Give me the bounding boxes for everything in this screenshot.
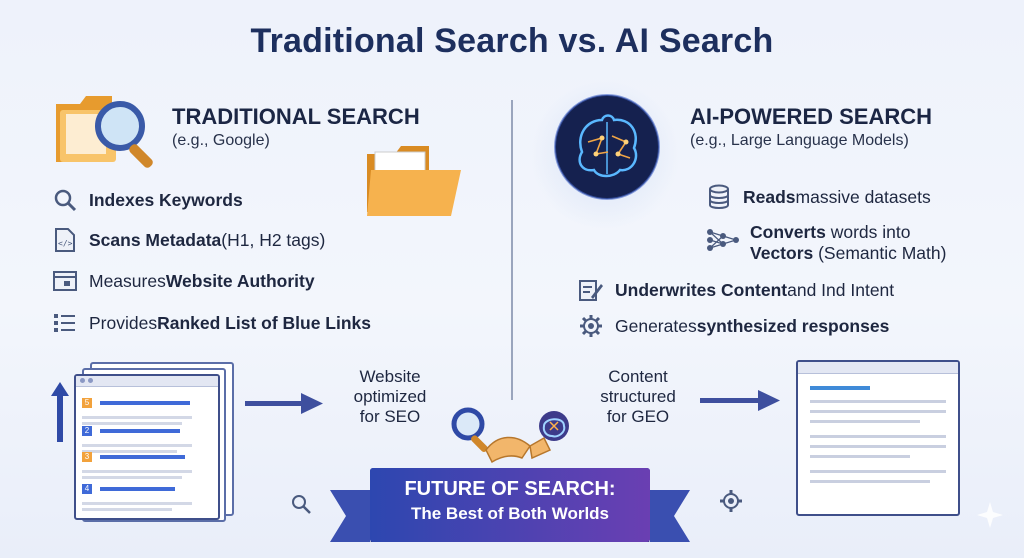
magnifier-icon xyxy=(52,187,78,213)
feature-text-bold: synthesized responses xyxy=(696,315,890,336)
feature-text-post: and Ind Intent xyxy=(787,279,895,300)
traditional-feature-metadata: </> Scans Metadata (H1, H2 tags) xyxy=(52,227,325,253)
seo-flow-text: Website optimized for SEO xyxy=(330,367,450,427)
feature-text-bold: Converts xyxy=(750,222,826,242)
traditional-feature-links: Provides Ranked List of Blue Links xyxy=(52,310,371,336)
gear-brain-icon xyxy=(578,313,604,339)
serp-titlebar xyxy=(76,376,218,387)
small-search-icon xyxy=(292,495,311,514)
svg-text:</>: </> xyxy=(58,239,73,248)
serp-result-1: 5 xyxy=(82,394,192,425)
serp-result-2: 2 xyxy=(82,422,192,453)
feature-text-bold: Reads xyxy=(743,186,796,207)
feature-text-bold: Website Authority xyxy=(165,270,315,291)
ai-window-titlebar xyxy=(798,362,958,374)
database-icon xyxy=(706,184,732,210)
feature-text-pre: Generates xyxy=(615,315,697,336)
seo-flow-line-2: optimized xyxy=(353,387,427,406)
banner-line-2: The Best of Both Worlds xyxy=(410,504,609,523)
feature-text-pre: Provides xyxy=(89,312,158,333)
geo-flow-line-2: structured xyxy=(600,387,676,406)
seo-arrow-icon xyxy=(245,393,323,414)
result-rank-badge: 4 xyxy=(82,483,92,494)
seo-flow-line-1: Website xyxy=(359,367,421,386)
banner-line-1: FUTURE OF SEARCH: xyxy=(404,478,616,500)
ai-feature-content: Underwrites Content and Ind Intent xyxy=(578,277,894,303)
traditional-heading: TRADITIONAL SEARCH xyxy=(172,104,420,129)
handshake-icon xyxy=(451,407,569,464)
ai-heading: AI-POWERED SEARCH xyxy=(690,104,933,129)
brain-icon xyxy=(554,94,660,200)
serp-window-front: 5 2 3 4 xyxy=(74,374,220,520)
feature-text-bold: Ranked List of Blue Links xyxy=(157,312,372,333)
ai-content-window xyxy=(796,360,960,516)
traditional-feature-keywords: Indexes Keywords xyxy=(52,187,243,213)
ai-feature-responses: Generates synthesized responses xyxy=(578,313,889,339)
result-rank-badge: 5 xyxy=(82,397,92,408)
neural-network-icon xyxy=(706,226,740,256)
feature-text-post: (H1, H2 tags) xyxy=(221,229,326,250)
folder-icon xyxy=(367,146,461,216)
ranking-up-arrow-icon xyxy=(51,382,69,442)
serp-result-4: 4 xyxy=(82,480,192,511)
ai-subheading: (e.g., Large Language Models) xyxy=(690,132,909,149)
feature-text-bold-line2: Vectors xyxy=(750,243,814,263)
feature-text-post: words into xyxy=(825,222,911,242)
checklist-icon xyxy=(52,310,78,336)
traditional-feature-authority: Measures Website Authority xyxy=(52,268,315,294)
center-divider xyxy=(511,100,513,400)
code-document-icon: </> xyxy=(52,227,78,253)
result-rank-badge: 2 xyxy=(82,425,92,436)
feature-text-post-line2: (Semantic Math) xyxy=(813,243,947,263)
page-title: Traditional Search vs. AI Search xyxy=(250,22,774,60)
ai-feature-datasets: Reads massive datasets xyxy=(706,184,931,210)
sparkle-icon xyxy=(977,502,1003,528)
feature-text-pre: Measures xyxy=(89,270,166,291)
serp-result-3: 3 xyxy=(82,448,192,479)
geo-flow-text: Content structured for GEO xyxy=(578,367,698,427)
traditional-subheading: (e.g., Google) xyxy=(172,132,270,149)
result-rank-badge: 3 xyxy=(82,451,92,462)
feature-text-bold: Scans Metadata xyxy=(89,229,222,250)
banner-ribbon xyxy=(330,468,690,542)
ai-feature-vectors: Converts words into Vectors (Semantic Ma… xyxy=(706,222,946,264)
geo-flow-line-1: Content xyxy=(608,367,668,386)
feature-text-post: massive datasets xyxy=(795,186,931,207)
edit-document-icon xyxy=(578,277,604,303)
geo-arrow-icon xyxy=(700,390,780,411)
small-gear-icon xyxy=(720,490,742,512)
feature-text-bold: Indexes Keywords xyxy=(89,189,243,210)
geo-flow-line-3: for GEO xyxy=(606,407,670,426)
browser-window-icon xyxy=(52,268,78,294)
feature-text-bold: Underwrites Content xyxy=(615,279,788,300)
seo-flow-line-3: for SEO xyxy=(359,407,421,426)
folder-magnifier-icon xyxy=(56,96,153,168)
